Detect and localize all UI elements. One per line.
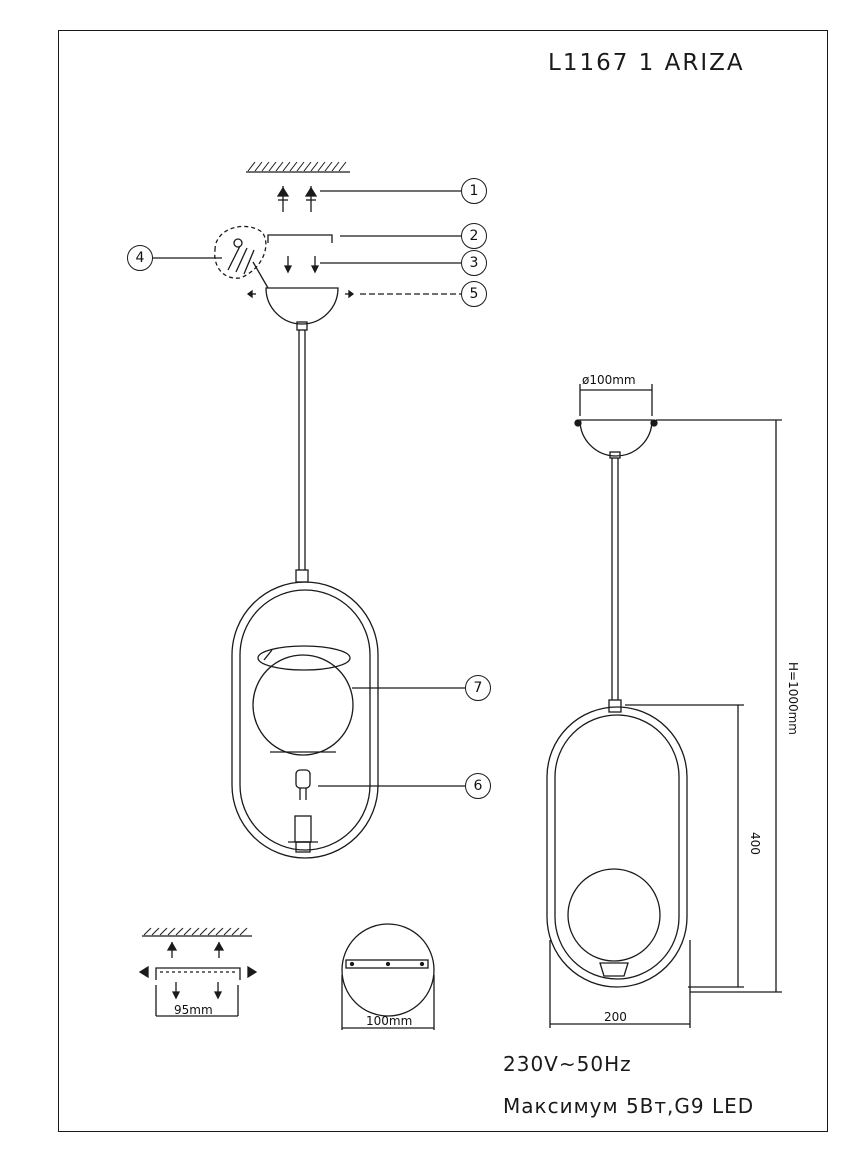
terminal-block bbox=[214, 225, 269, 289]
bracket-width-label: 95mm bbox=[174, 1003, 213, 1017]
ring-height-label: 400 bbox=[748, 832, 762, 855]
ring-side bbox=[546, 706, 688, 988]
height-dimension bbox=[656, 419, 782, 993]
callout-7: 7 bbox=[465, 675, 491, 701]
glass-shade bbox=[252, 645, 354, 756]
callout-1: 1 bbox=[461, 178, 487, 204]
bracket-detail bbox=[138, 927, 258, 1017]
power-spec: Максимум 5Вт,G9 LED bbox=[503, 1094, 755, 1118]
ring-frame bbox=[231, 581, 379, 859]
mounting-bracket bbox=[267, 234, 333, 243]
canopy-diameter-label: ø100mm bbox=[582, 373, 636, 387]
drawing-frame bbox=[58, 30, 828, 1132]
voltage-spec: 230V~50Hz bbox=[503, 1052, 632, 1076]
ring-width-dimension bbox=[549, 940, 691, 1028]
callout-6: 6 bbox=[465, 773, 491, 799]
g9-bulb bbox=[295, 769, 311, 800]
canopy-diameter-line bbox=[579, 384, 653, 416]
bracket-screws bbox=[283, 256, 320, 274]
total-height-label: H=1000mm bbox=[786, 662, 800, 735]
callout-2: 2 bbox=[461, 223, 487, 249]
suspension-cable bbox=[295, 330, 309, 583]
ring-height-dimension bbox=[625, 704, 744, 988]
callout-3: 3 bbox=[461, 250, 487, 276]
ceiling-hatch bbox=[246, 161, 350, 173]
cable-side bbox=[608, 458, 622, 713]
callout-4: 4 bbox=[127, 245, 153, 271]
lamp-holder bbox=[288, 815, 318, 853]
ring-width-label: 200 bbox=[604, 1010, 627, 1024]
callout-5: 5 bbox=[461, 281, 487, 307]
canopy-width-label: 100mm bbox=[366, 1014, 413, 1028]
canopy-side bbox=[574, 419, 658, 459]
canopy bbox=[246, 287, 355, 331]
model-title: L1167 1 ARIZA bbox=[548, 50, 745, 76]
canopy-detail bbox=[341, 923, 435, 1030]
anchor-screws bbox=[276, 186, 318, 212]
